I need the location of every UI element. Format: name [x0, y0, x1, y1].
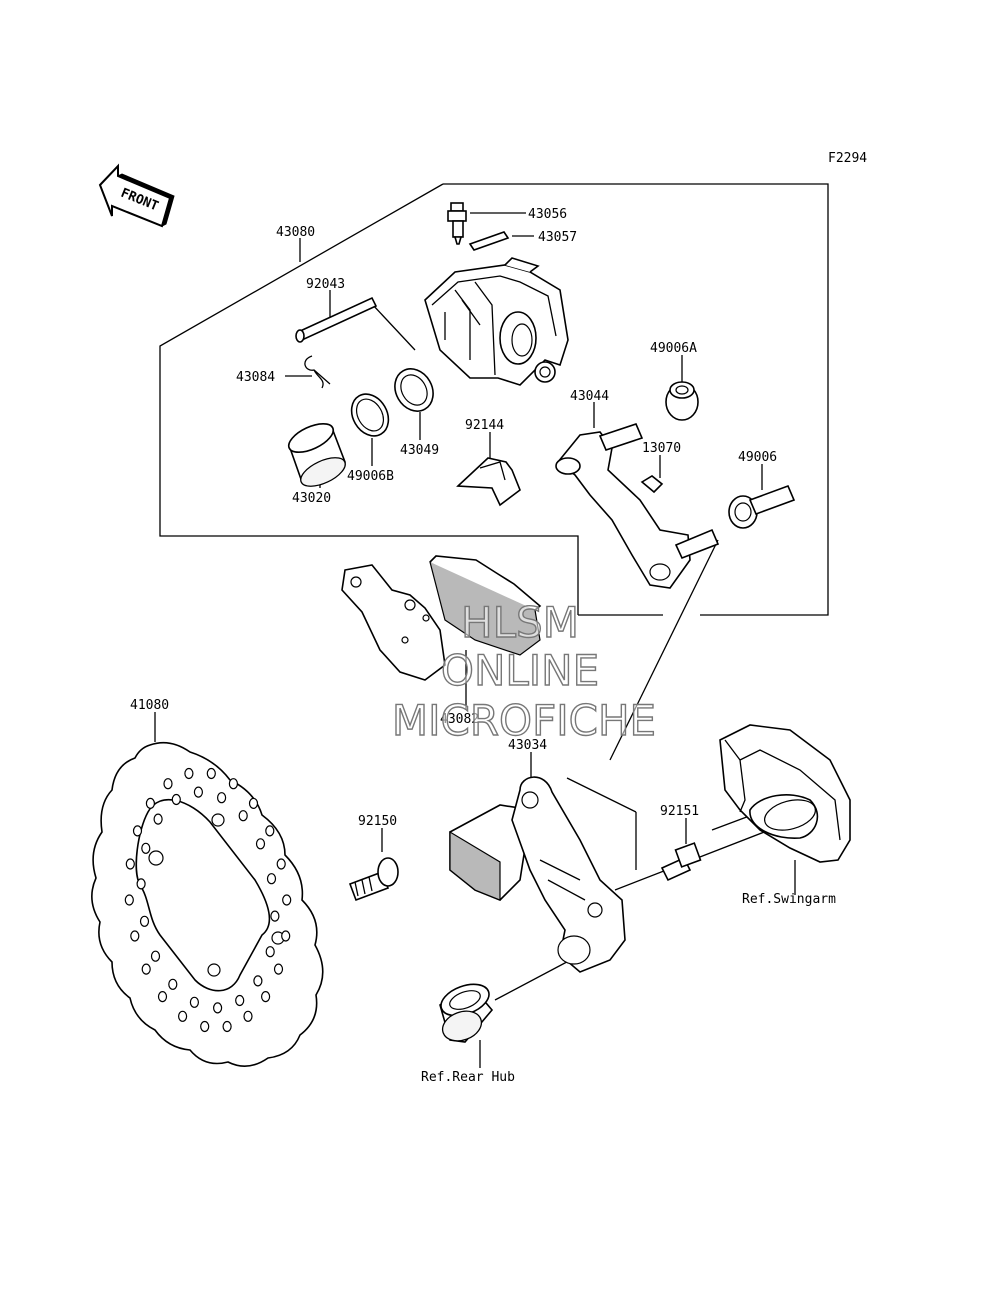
disc-vent-hole — [243, 1010, 253, 1022]
disc-vent-hole — [261, 990, 271, 1003]
clip-13070 — [640, 475, 664, 494]
bleed-valve-43056 — [447, 202, 467, 245]
brake-disc-41080 — [91, 741, 324, 1067]
label-41080: 41080 — [130, 698, 169, 713]
label-92150: 92150 — [358, 814, 397, 829]
disc-vent-hole — [281, 930, 291, 942]
label-49006B: 49006B — [347, 469, 394, 484]
ref-rear-hub-label: Ref.Rear Hub — [421, 1070, 515, 1085]
disc-vent-hole — [178, 1010, 188, 1022]
disc-vent-hole — [157, 990, 168, 1003]
disc-vent-hole — [200, 1020, 210, 1033]
label-43044: 43044 — [570, 389, 609, 404]
disc-vent-hole — [124, 894, 134, 906]
leader-lines — [154, 212, 796, 1068]
label-43084: 43084 — [236, 370, 275, 385]
piston-43020 — [287, 422, 347, 487]
label-49006A: 49006A — [650, 341, 697, 356]
hub-collar-ref — [439, 983, 494, 1043]
caliper-bracket-43034 — [449, 776, 626, 973]
disc-vent-hole — [189, 996, 199, 1008]
label-43057: 43057 — [538, 230, 577, 245]
label-92043: 92043 — [306, 277, 345, 292]
disc-vent-hole — [193, 786, 203, 798]
bolt-92150 — [348, 857, 399, 902]
watermark: HLSM ONLINE MICROFICHE — [391, 597, 657, 745]
label-43034: 43034 — [508, 738, 547, 753]
label-43049: 43049 — [400, 443, 439, 458]
ref-swingarm-label: Ref.Swingarm — [742, 892, 836, 907]
disc-vent-hole — [139, 915, 150, 927]
swingarm-ref — [719, 724, 851, 863]
disc-vent-hole — [163, 778, 173, 790]
figure-code: F2294 — [828, 151, 867, 166]
watermark-line-1: HLSM — [461, 598, 579, 647]
label-43082: 43082 — [440, 712, 479, 727]
clip-43084 — [304, 355, 331, 389]
disc-vent-hole — [238, 810, 248, 822]
label-92144: 92144 — [465, 418, 504, 433]
disc-vent-hole — [276, 858, 286, 870]
watermark-line-2: ONLINE — [441, 646, 599, 695]
disc-vent-hole — [125, 858, 135, 870]
disc-vent-hole — [222, 1020, 232, 1033]
caliper-body — [424, 257, 569, 386]
disc-vent-hole — [213, 1002, 223, 1014]
disc-vent-hole — [248, 797, 259, 810]
disc-vent-hole — [171, 793, 181, 806]
disc-vent-hole — [184, 767, 194, 780]
disc-vent-hole — [228, 778, 238, 790]
bracket-43044 — [555, 423, 720, 589]
disc-vent-hole — [136, 878, 146, 890]
caliper-assembly-outline — [159, 183, 829, 616]
disc-vent-hole — [132, 825, 143, 837]
disc-vent-hole — [270, 910, 280, 922]
disc-vent-hole — [265, 946, 275, 958]
disc-vent-hole — [266, 873, 277, 885]
disc-vent-hole — [145, 797, 155, 810]
disc-vent-hole — [217, 792, 227, 804]
disc-vent-hole — [282, 894, 292, 906]
disc-vent-hole — [150, 950, 161, 962]
label-43020: 43020 — [292, 491, 331, 506]
disc-vent-hole — [130, 930, 140, 942]
pin-92043 — [295, 296, 378, 343]
disc-vent-hole — [265, 825, 275, 837]
brake-pads-43082 — [341, 555, 542, 681]
label-49006: 49006 — [738, 450, 777, 465]
label-13070: 13070 — [642, 441, 681, 456]
label-92151: 92151 — [660, 804, 699, 819]
disc-vent-hole — [141, 842, 151, 854]
label-43080: 43080 — [276, 225, 315, 240]
front-arrow-icon: FRONT — [98, 163, 175, 228]
seal-43049 — [394, 368, 434, 412]
bleed-cap-43057 — [468, 231, 510, 251]
disc-vent-hole — [141, 963, 151, 975]
seal-49006B — [350, 393, 390, 437]
disc-vent-hole — [273, 963, 284, 975]
disc-vent-hole — [168, 978, 178, 990]
disc-vent-hole — [255, 838, 266, 850]
disc-vent-hole — [253, 975, 263, 987]
boot-49006A — [665, 381, 699, 421]
watermark-line-3: MICROFICHE — [392, 696, 656, 745]
disc-vent-hole — [206, 767, 216, 780]
label-43056: 43056 — [528, 207, 567, 222]
bolt-92151 — [660, 842, 702, 882]
disc-vent-hole — [153, 813, 163, 825]
disc-vent-hole — [235, 994, 245, 1007]
pad-spring-92144 — [456, 457, 521, 507]
boot-49006 — [728, 484, 796, 529]
part-labels: 43080 92043 43084 43056 43057 49006A 430… — [130, 207, 836, 1085]
